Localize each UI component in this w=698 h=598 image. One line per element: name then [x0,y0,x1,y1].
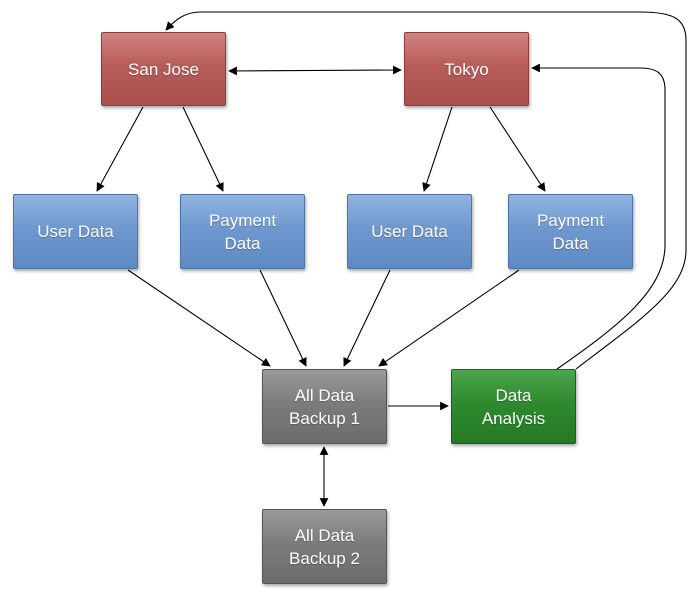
edge-sanjose-userdata1 [96,106,144,192]
edge-tokyo-userdata2 [422,106,453,192]
node-data-analysis[interactable]: Data Analysis [451,369,576,444]
edge-sanjose-tokyo [228,65,402,76]
edge-analysis-tokyo [531,63,666,370]
node-san-jose[interactable]: San Jose [101,32,226,106]
edge-userdata1-backup1 [127,269,271,367]
node-label: All Data Backup 1 [289,385,360,428]
node-label: Payment Data [536,210,605,253]
edge-analysis-sanjose [165,11,687,370]
node-label: Payment Data [208,210,277,253]
edge-tokyo-paymentdata2 [489,106,546,192]
node-label: Tokyo [444,59,489,79]
node-all-data-backup-1[interactable]: All Data Backup 1 [262,369,387,444]
node-user-data-san-jose[interactable]: User Data [13,194,138,269]
edge-paymentdata2-backup1 [378,269,520,367]
edge-sanjose-paymentdata1 [182,106,224,192]
node-label: User Data [37,222,114,241]
node-payment-data-san-jose[interactable]: Payment Data [180,194,305,269]
node-label: User Data [371,222,448,241]
node-label: San Jose [128,59,199,79]
node-label: Data Analysis [481,385,546,428]
node-tokyo[interactable]: Tokyo [404,32,529,106]
edge-paymentdata1-backup1 [259,269,307,367]
node-label: All Data Backup 2 [289,525,360,568]
edge-userdata2-backup1 [343,269,391,367]
node-user-data-tokyo[interactable]: User Data [347,194,472,269]
node-all-data-backup-2[interactable]: All Data Backup 2 [262,509,387,584]
node-payment-data-tokyo[interactable]: Payment Data [508,194,633,269]
